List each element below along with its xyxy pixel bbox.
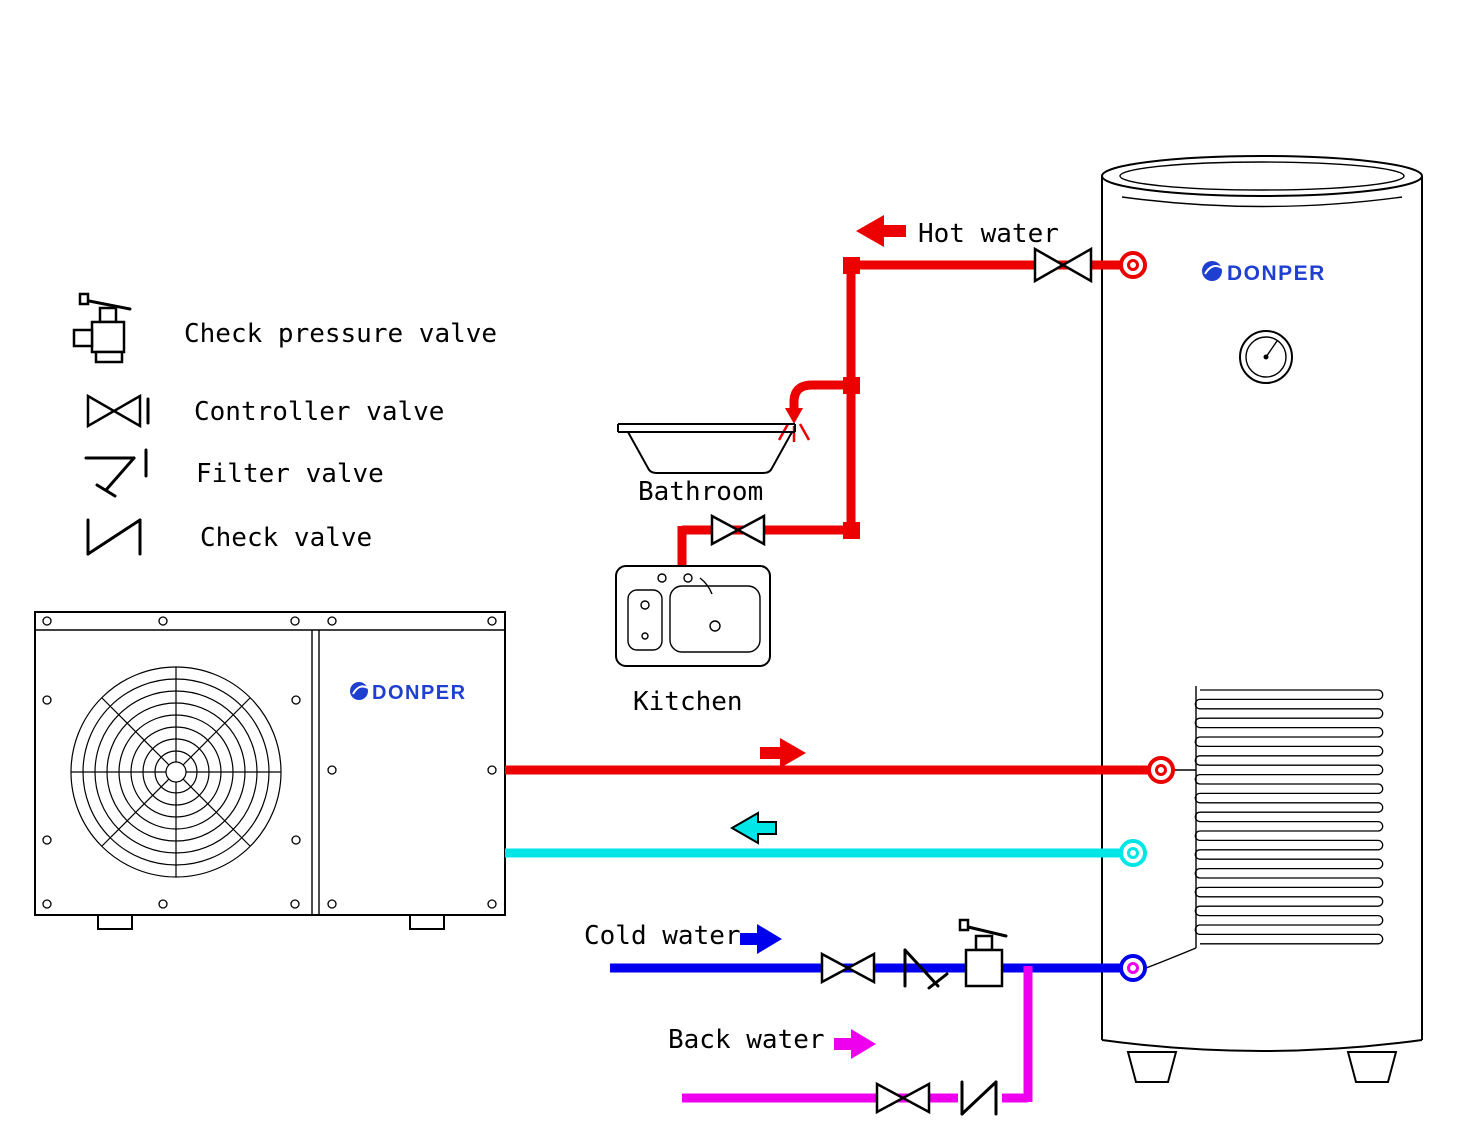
kitchen-label: Kitchen	[633, 687, 743, 717]
kitchen-sink	[615, 565, 771, 667]
legend-label-check-pressure-valve: Check pressure valve	[184, 319, 497, 349]
tank-foot-left	[1126, 1051, 1178, 1083]
back-water-check-valve	[958, 1080, 1002, 1116]
hot-water-pipe	[677, 260, 1130, 566]
return-flow-arrow	[729, 811, 777, 845]
tank-foot-right	[1346, 1051, 1398, 1083]
unit-foot-right	[409, 914, 445, 930]
cold-water-check-pressure-valve	[958, 918, 1008, 988]
back-water-arrow	[834, 1029, 876, 1059]
sink-faucet	[699, 577, 713, 595]
fan-grille	[70, 666, 282, 878]
kitchen-controller-valve	[710, 513, 766, 547]
coil-outlet-line	[1145, 947, 1197, 969]
legend-label-filter-valve: Filter valve	[196, 459, 384, 489]
heat-pump-unit: DONPER	[34, 611, 506, 930]
tank-ports	[1119, 251, 1175, 982]
check-valve-icon	[86, 518, 142, 556]
pipe-valves	[710, 246, 1093, 1116]
hot-water-label: Hot water	[918, 219, 1059, 249]
back-water-controller-valve	[875, 1081, 931, 1115]
bathroom-branch-pipe	[789, 380, 851, 408]
filter-valve-icon	[84, 448, 148, 498]
unit-screws	[42, 616, 497, 909]
water-tank: DONPER	[1101, 155, 1423, 1083]
coil-heat-exchanger	[1194, 686, 1384, 948]
bathroom-tub	[617, 423, 796, 474]
brand-mark-icon	[350, 682, 368, 700]
pipes	[505, 257, 1161, 1103]
pressure-gauge	[1239, 330, 1293, 384]
flow-arrows	[729, 215, 906, 1059]
hot-water-arrow	[856, 215, 906, 247]
legend-label-check-valve: Check valve	[200, 523, 372, 553]
tank-brand-logo: DONPER	[1202, 261, 1326, 285]
cold-water-arrow	[740, 924, 782, 954]
supply-flow-arrow	[760, 738, 806, 768]
bathroom-label: Bathroom	[638, 477, 763, 507]
back-water-label: Back water	[668, 1025, 825, 1055]
unit-foot-left	[97, 914, 133, 930]
hot-pipe-elbow-bottom	[843, 522, 860, 539]
hot-pipe-elbow-top	[843, 257, 860, 274]
unit-brand-logo: DONPER	[350, 682, 467, 704]
check-pressure-valve-icon	[72, 292, 132, 364]
hot-water-controller-valve	[1033, 246, 1093, 284]
cold-water-filter-valve	[903, 948, 949, 990]
tank-brand-name: DONPER	[1227, 262, 1326, 285]
diagram-labels: Hot water Bathroom Kitchen Cold water Ba…	[584, 219, 1059, 1055]
cold-water-label: Cold water	[584, 921, 741, 951]
bathroom-faucet-nozzle	[785, 408, 803, 424]
unit-brand-name: DONPER	[372, 682, 467, 704]
controller-valve-icon	[86, 393, 150, 429]
legend: Check pressure valve Controller valve Fi…	[72, 292, 497, 556]
cold-water-controller-valve	[820, 951, 876, 985]
legend-label-controller-valve: Controller valve	[194, 397, 444, 427]
brand-mark-icon	[1202, 261, 1222, 281]
